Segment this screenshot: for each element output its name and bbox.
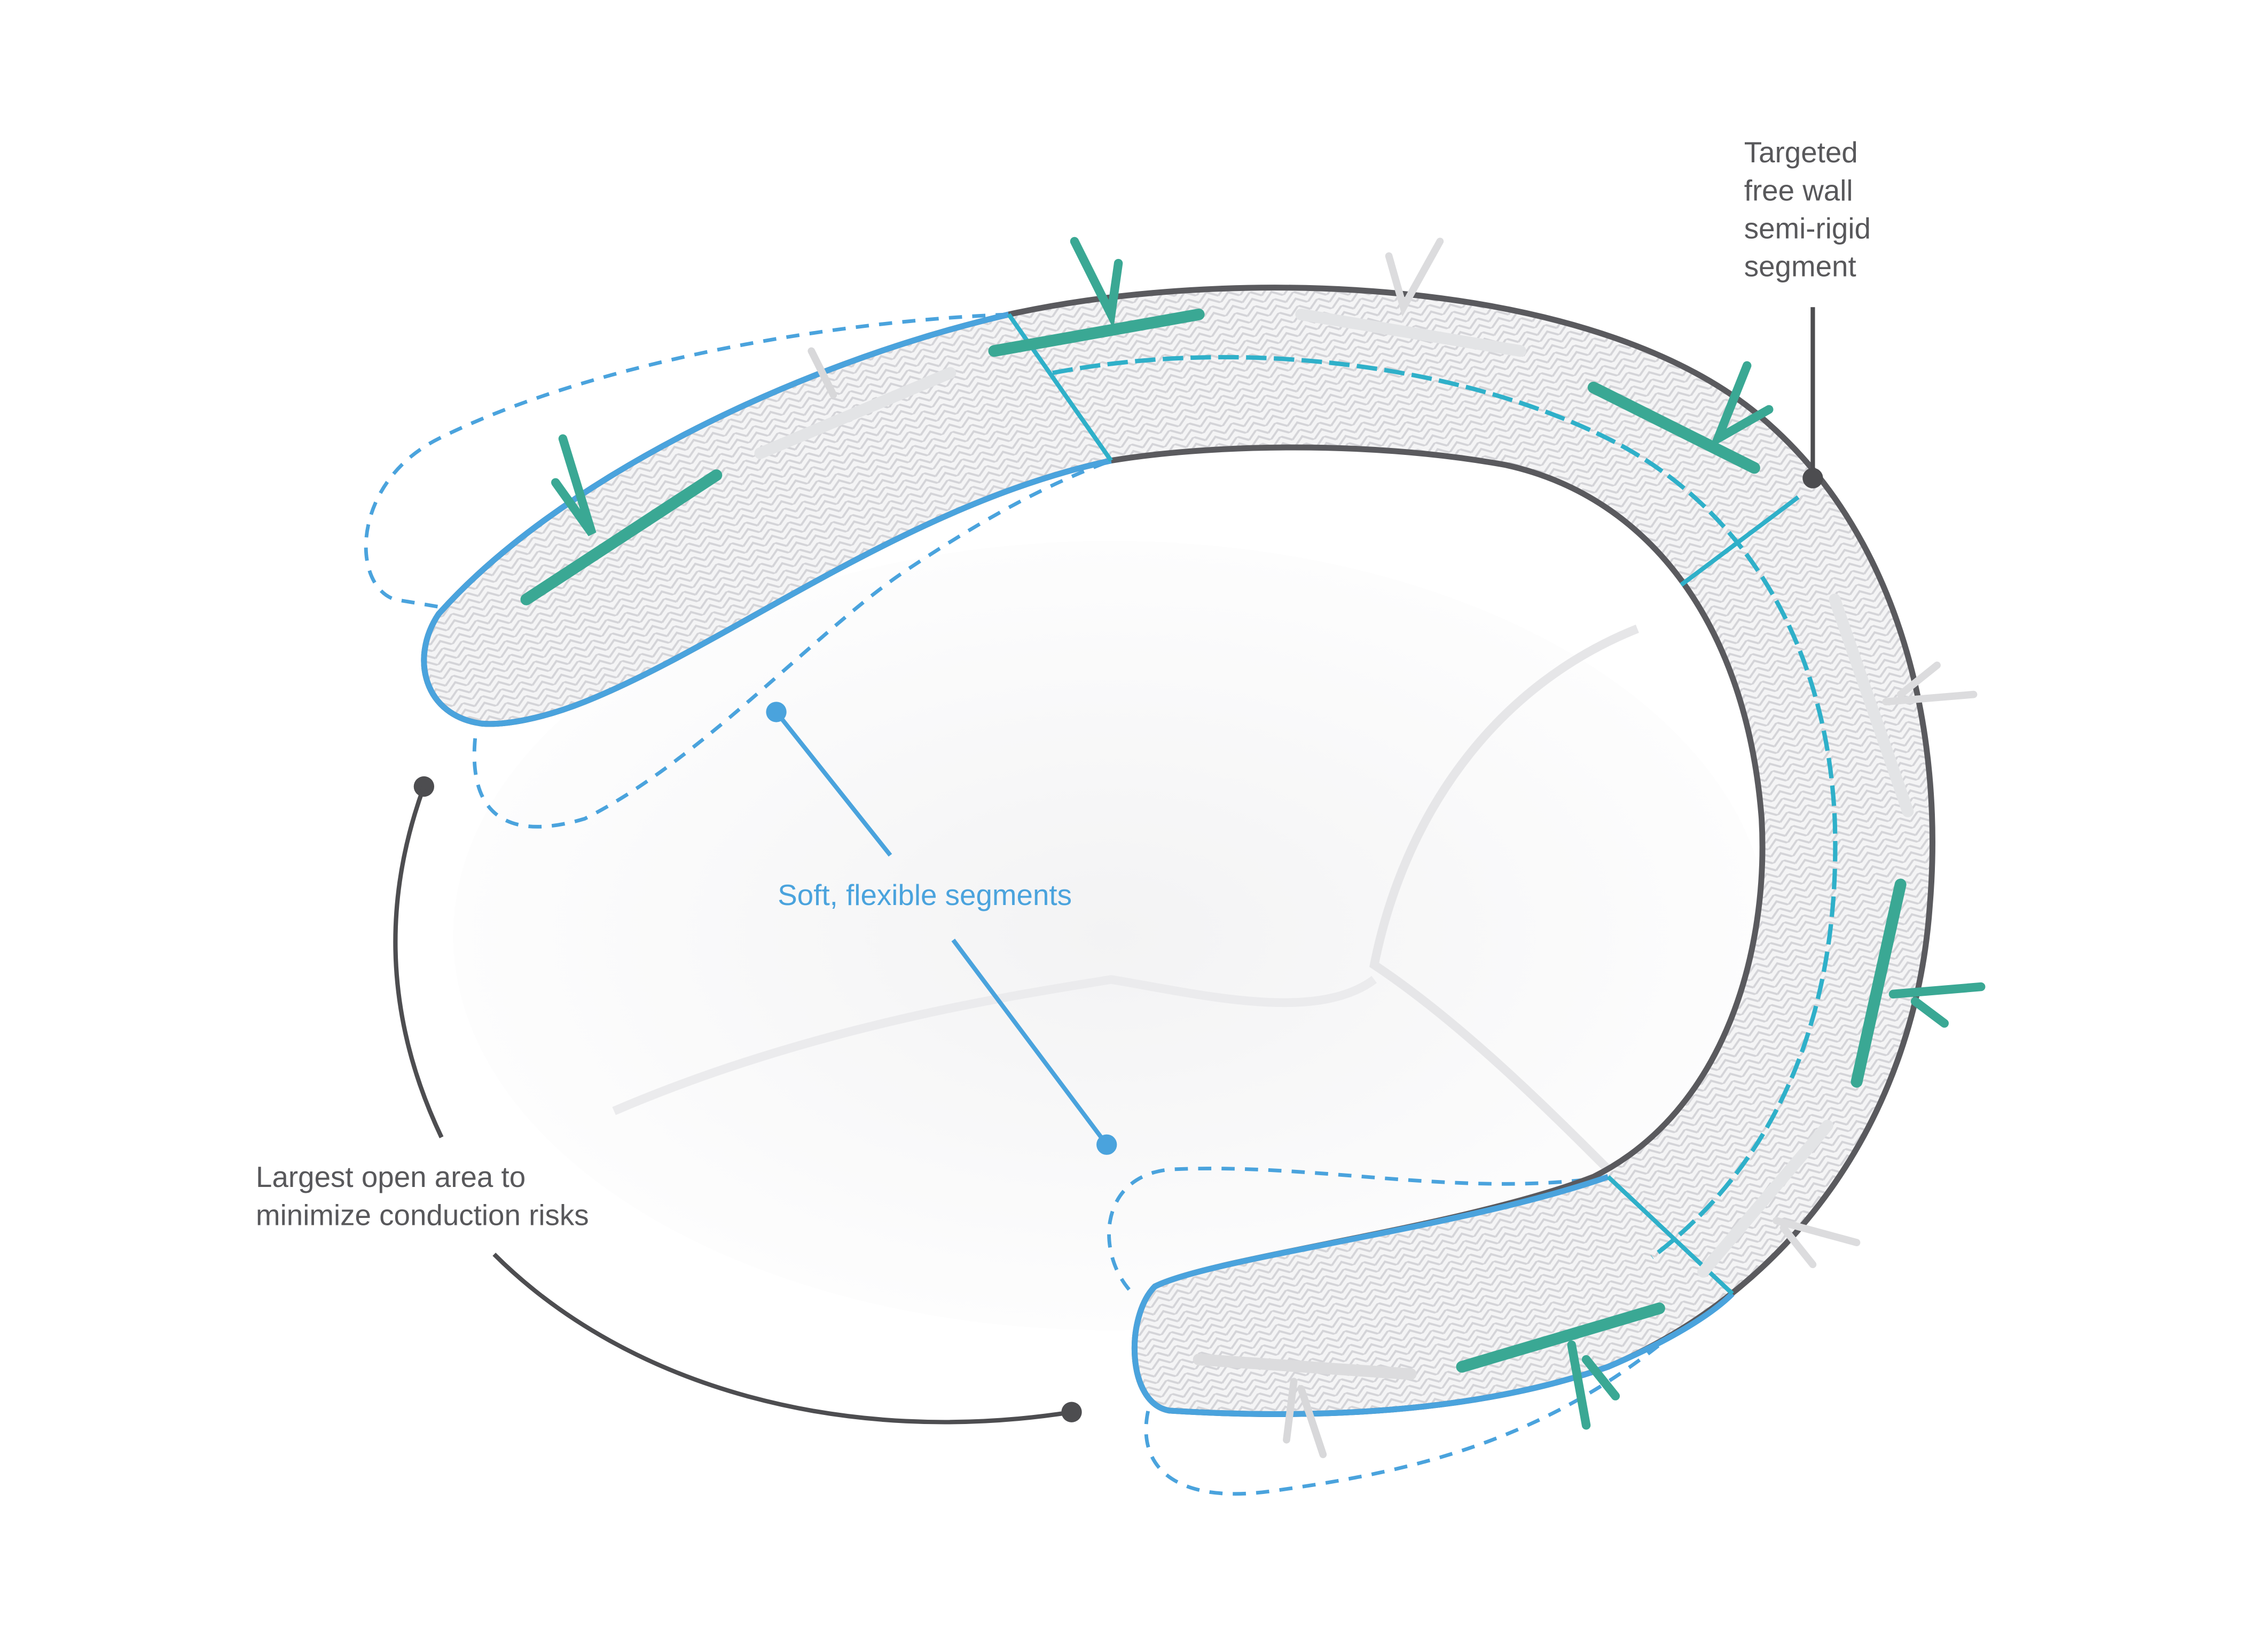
leader-line-open-area-top (393, 785, 444, 1138)
segment-boundary (1007, 313, 1113, 462)
segment-boundary (1606, 1175, 1734, 1295)
label-semi-rigid-segment: Targeted free wall semi-rigid segment (1744, 136, 1879, 283)
valve-tissue-background (453, 541, 1769, 1331)
leader-line-soft-top (774, 710, 892, 857)
label-line: free wall (1744, 174, 1853, 207)
label-line: Largest open area to (256, 1160, 526, 1193)
label-line: segment (1744, 250, 1856, 283)
leader-dot-semi-rigid (1802, 468, 1823, 489)
stiffener-stitch (1052, 355, 1838, 1259)
tissue-fold (1369, 624, 1639, 1173)
soft-segment-outline-left (421, 311, 1112, 727)
segment-boundary (1680, 495, 1800, 587)
label-line: minimize conduction risks (256, 1198, 589, 1231)
tissue-fold (612, 975, 1377, 1115)
leader-dot-soft-bottom (1096, 1134, 1117, 1155)
sutures (520, 237, 1986, 1458)
leader-line-soft-bottom (951, 939, 1109, 1146)
dashed-outline-bottom (1107, 1167, 1727, 1496)
label-line: Targeted (1744, 136, 1858, 169)
dashed-outline-left (364, 312, 1112, 829)
soft-segment-outline-bottom (1132, 1174, 1735, 1417)
leader-dot-open-area-bottom (1061, 1402, 1082, 1422)
label-largest-open-area: Largest open area to minimize conduction… (256, 1160, 589, 1231)
label-soft-flexible-segments: Soft, flexible segments (778, 878, 1072, 911)
label-line: semi-rigid (1744, 212, 1871, 245)
leader-line-open-area-bottom (492, 1253, 1072, 1425)
